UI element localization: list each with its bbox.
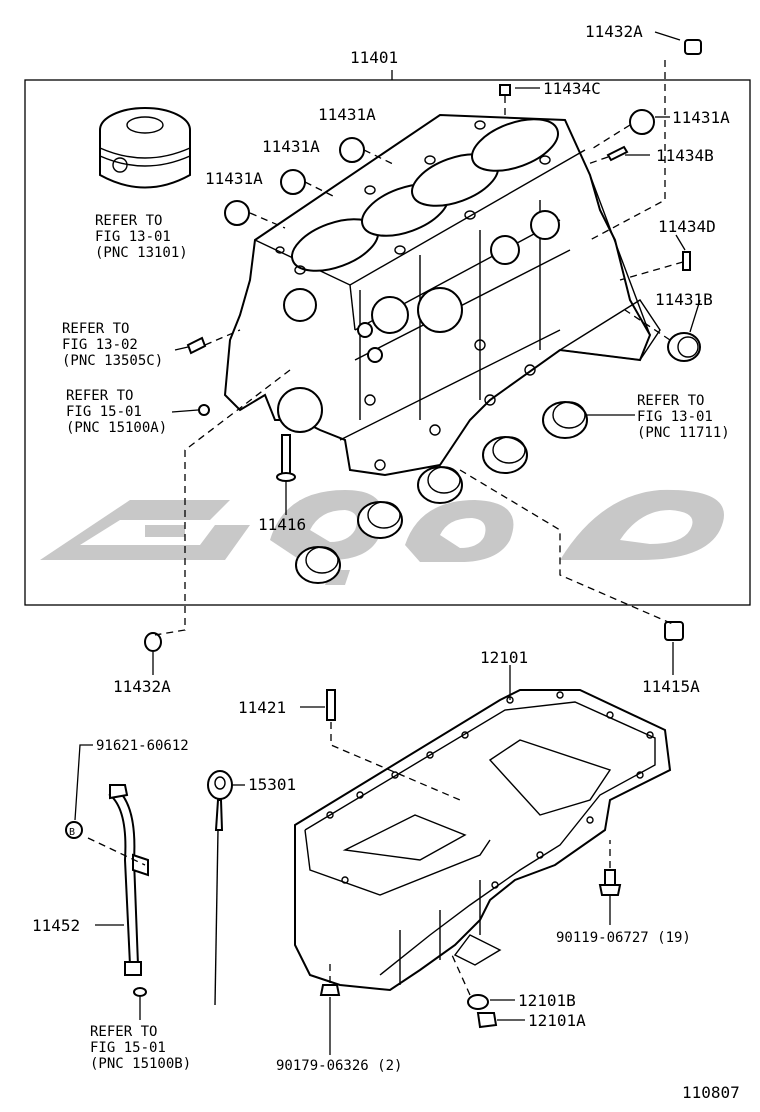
bolt-90119[interactable]	[598, 869, 622, 896]
svg-text:REFER TO: REFER TO	[62, 321, 129, 337]
label-11401: 11401	[350, 48, 398, 67]
label-11431a-right: 11431A	[672, 108, 730, 127]
main-bearings[interactable]	[295, 401, 588, 584]
svg-text:REFER TO: REFER TO	[66, 388, 133, 404]
label-11452: 11452	[32, 916, 80, 935]
ref-piston: REFER TO FIG 13-01 (PNC 13101)	[95, 213, 188, 261]
ref-oring: REFER TO FIG 15-01 (PNC 15100B)	[90, 1024, 191, 1072]
stud-11421[interactable]	[326, 689, 336, 721]
nut-90179[interactable]	[319, 984, 341, 996]
small-plug-15100a	[198, 404, 210, 416]
svg-text:FIG 13-02: FIG 13-02	[62, 337, 138, 353]
pin-11434b[interactable]	[606, 145, 629, 162]
label-11432a-top: 11432A	[585, 22, 643, 41]
plug-top-11432a[interactable]	[684, 39, 702, 55]
label-11431a-1: 11431A	[318, 105, 376, 124]
o-ring	[133, 987, 147, 997]
svg-text:(PNC 15100B): (PNC 15100B)	[90, 1056, 191, 1072]
gasket-12101b[interactable]	[467, 994, 489, 1010]
label-11416: 11416	[258, 515, 306, 534]
plug-bottom-11432a[interactable]	[144, 632, 162, 652]
label-11431b: 11431B	[655, 290, 713, 309]
drain-plug-11415a[interactable]	[664, 621, 684, 641]
label-15301: 15301	[248, 775, 296, 794]
svg-text:FIG 13-01: FIG 13-01	[637, 409, 713, 425]
label-12101: 12101	[480, 648, 528, 667]
expansion-plug-r1[interactable]	[629, 109, 655, 135]
pin-11434c[interactable]	[499, 84, 511, 96]
bolt-ref-b[interactable]: B	[65, 821, 83, 839]
expansion-plug-a1[interactable]	[224, 200, 250, 226]
block-assembly-frame	[24, 79, 751, 606]
expansion-plug-b[interactable]	[667, 332, 701, 362]
svg-text:(PNC 13505C): (PNC 13505C)	[62, 353, 163, 369]
dipstick-15301[interactable]	[207, 770, 233, 1006]
expansion-plug-a3[interactable]	[339, 137, 365, 163]
label-90119-06727: 90119-06727 (19)	[556, 930, 691, 946]
cylinder-block[interactable]	[223, 109, 661, 477]
ref-sensor: REFER TO FIG 13-02 (PNC 13505C)	[62, 321, 163, 369]
svg-text:(PNC 15100A): (PNC 15100A)	[66, 420, 167, 436]
label-11434c: 11434C	[543, 79, 601, 98]
label-11421: 11421	[238, 698, 286, 717]
ref-bearing: REFER TO FIG 13-01 (PNC 11711)	[637, 393, 730, 441]
label-11431a-2: 11431A	[262, 137, 320, 156]
label-12101b: 12101B	[518, 991, 576, 1010]
piston	[99, 107, 191, 189]
label-11415a: 11415A	[642, 677, 700, 696]
svg-text:REFER TO: REFER TO	[637, 393, 704, 409]
svg-text:FIG 15-01: FIG 15-01	[66, 404, 142, 420]
stud-11416[interactable]	[276, 434, 296, 482]
label-91621-60612: 91621-60612	[96, 738, 189, 754]
sensor-bolt	[186, 336, 207, 355]
svg-text:REFER TO: REFER TO	[90, 1024, 157, 1040]
label-11434b: 11434B	[656, 146, 714, 165]
svg-text:(PNC 13101): (PNC 13101)	[95, 245, 188, 261]
label-11431a-3: 11431A	[205, 169, 263, 188]
svg-text:FIG 13-01: FIG 13-01	[95, 229, 171, 245]
dipstick-guide-11452[interactable]	[108, 784, 149, 976]
label-12101a: 12101A	[528, 1011, 586, 1030]
drain-plug-12101a[interactable]	[476, 1012, 498, 1029]
expansion-plug-a2[interactable]	[280, 169, 306, 195]
watermark-logo	[40, 489, 724, 585]
svg-text:(PNC 11711): (PNC 11711)	[637, 425, 730, 441]
label-11434d: 11434D	[658, 217, 716, 236]
svg-text:REFER TO: REFER TO	[95, 213, 162, 229]
ref-plug15: REFER TO FIG 15-01 (PNC 15100A)	[66, 388, 167, 436]
svg-text:B: B	[69, 827, 75, 838]
figure-number: 110807	[682, 1083, 740, 1102]
svg-text:FIG 15-01: FIG 15-01	[90, 1040, 166, 1056]
label-11432a-bottom: 11432A	[113, 677, 171, 696]
pin-11434d[interactable]	[682, 251, 691, 271]
label-90179-06326: 90179-06326 (2)	[276, 1058, 402, 1074]
oil-pan[interactable]	[294, 689, 672, 992]
